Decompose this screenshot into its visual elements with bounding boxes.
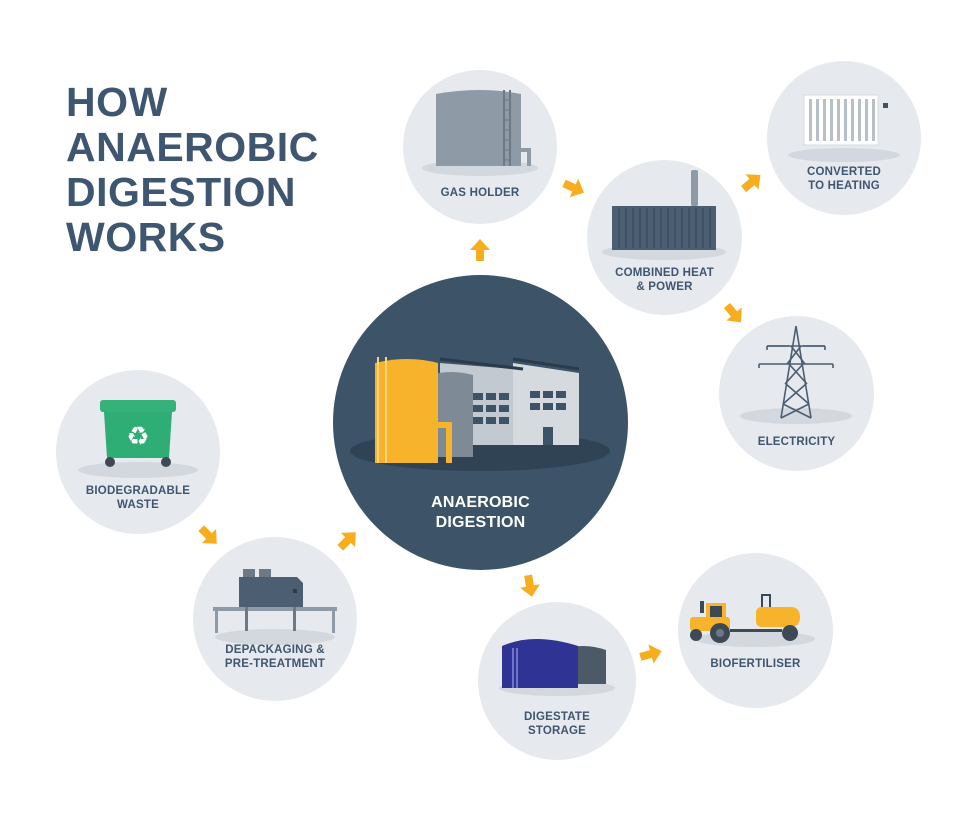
node-label: DEPACKAGING & PRE-TREATMENT [224,644,326,670]
storage-tank-icon [499,639,615,696]
title-line: WORKS [66,214,226,260]
node-label: BIOFERTILISER [710,658,801,670]
shipping-container-generator-icon [602,170,726,260]
node-label: BIODEGRADABLE WASTE [85,485,191,511]
arrow-gas-holder-to-chp-icon [555,169,592,206]
tractor-tanker-icon [690,594,815,647]
title-line: DIGESTION [66,169,297,215]
arrow-chp-to-electricity-icon [714,294,753,333]
arrow-digestion-to-gas-holder-icon [466,236,494,264]
arrow-digestion-to-digestate-icon [514,570,546,602]
title-line: HOW [66,79,168,125]
node-gas-holder: GAS HOLDER [403,70,557,224]
node-label: ANAEROBIC DIGESTION [431,494,530,531]
radiator-icon [788,94,900,162]
node-label: ELECTRICITY [757,436,836,448]
node-electricity: ELECTRICITY [719,316,874,471]
digestion-plant-icon [350,357,610,471]
depackaging-machine-icon [213,569,337,645]
pylon-icon [740,325,852,424]
svg-text:♻: ♻ [126,422,149,452]
arrow-waste-to-depack-icon [189,516,229,556]
node-converted-to-heating: CONVERTED TO HEATING [767,61,921,215]
recycling-bin-icon: ♻ [78,400,198,478]
title-line: ANAEROBIC [66,124,319,170]
node-biofertiliser: BIOFERTILISER [678,553,833,708]
node-label: GAS HOLDER [440,187,520,199]
node-label: CONVERTED TO HEATING [806,166,881,192]
node-biodegradable-waste: ♻ BIODEGRADABLE WASTE [56,370,220,534]
node-combined-heat-power: COMBINED HEAT & POWER [587,160,742,315]
node-label: DIGESTATE STORAGE [524,711,590,737]
arrow-digestate-to-biofertiliser-icon [634,637,668,671]
arrow-depack-to-digestion-icon [328,520,368,560]
arrow-chp-to-heating-icon [732,162,771,201]
node-depackaging-pretreatment: DEPACKAGING & PRE-TREATMENT [193,537,357,701]
node-digestate-storage: DIGESTATE STORAGE [478,602,636,760]
node-anaerobic-digestion: ANAEROBIC DIGESTION [333,275,628,570]
page-title: HOW ANAEROBIC DIGESTION WORKS [66,80,319,260]
node-label: COMBINED HEAT & POWER [615,267,714,293]
gas-holder-tank-icon [422,90,538,176]
